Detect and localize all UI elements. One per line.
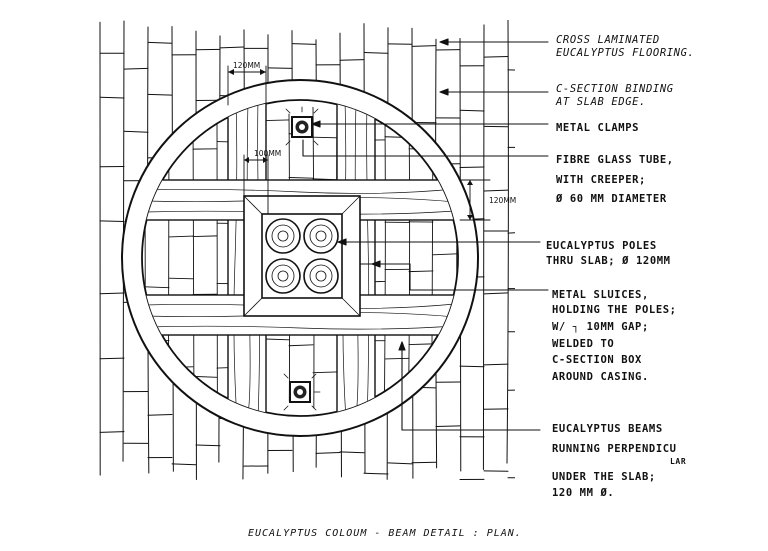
floor-plank-joint bbox=[168, 235, 194, 238]
svg-text:EUCALYPTUS POLES: EUCALYPTUS POLES bbox=[546, 240, 657, 252]
floor-plank-joint bbox=[483, 56, 509, 58]
pole bbox=[265, 218, 301, 254]
svg-text:120 MM Ø.: 120 MM Ø. bbox=[552, 487, 614, 499]
floor-plank-joint bbox=[408, 343, 434, 345]
eucalyptus-poles bbox=[265, 218, 339, 294]
floor-plank-joint bbox=[168, 277, 194, 280]
floor-plank-joint bbox=[459, 365, 485, 368]
svg-text:METAL SLUICES,: METAL SLUICES, bbox=[552, 289, 649, 301]
floor-plank-joint bbox=[219, 46, 245, 49]
svg-text:120MM: 120MM bbox=[489, 196, 516, 205]
floor-plank-line bbox=[482, 24, 485, 471]
svg-text:Ø 60 MM DIAMETER: Ø 60 MM DIAMETER bbox=[555, 193, 667, 205]
floor-plank-joint bbox=[144, 286, 170, 289]
pole bbox=[303, 218, 339, 254]
fibre-glass-tube-top bbox=[285, 106, 319, 146]
floor-plank-joint bbox=[291, 43, 317, 45]
svg-text:C-SECTION BOX: C-SECTION BOX bbox=[552, 354, 642, 366]
svg-text:METAL CLAMPS: METAL CLAMPS bbox=[556, 122, 639, 134]
floor-plank-joint bbox=[363, 472, 389, 475]
callout-flooring: CROSS LAMINATED EUCALYPTUS FLOORING. bbox=[556, 34, 694, 59]
floor-plank-joint bbox=[312, 371, 338, 374]
floor-plank-line bbox=[383, 117, 386, 404]
svg-text:AROUND CASING.: AROUND CASING. bbox=[552, 371, 649, 383]
floor-plank-joint bbox=[507, 232, 515, 234]
svg-text:CROSS LAMINATED: CROSS LAMINATED bbox=[556, 34, 660, 46]
floor-plank-joint bbox=[123, 67, 149, 70]
floor-plank-joint bbox=[147, 413, 173, 416]
c-section-box-casing bbox=[243, 195, 361, 317]
svg-text:WELDED TO: WELDED TO bbox=[552, 338, 614, 350]
floor-plank-joint bbox=[99, 96, 125, 99]
floor-plank-joint bbox=[315, 451, 341, 454]
floor-plank-joint bbox=[483, 363, 509, 366]
pole bbox=[303, 258, 339, 294]
floor-plank-joint bbox=[408, 270, 434, 273]
svg-text:LAR: LAR bbox=[670, 457, 686, 466]
pole bbox=[265, 258, 301, 294]
floor-plank-line bbox=[506, 20, 509, 464]
floor-plank-joint bbox=[144, 123, 170, 126]
floor-plank-joint bbox=[459, 109, 485, 112]
callout-clamps: METAL CLAMPS bbox=[556, 122, 639, 134]
callout-sluices: METAL SLUICES, HOLDING THE POLES; W/ ┐ 1… bbox=[552, 289, 677, 383]
floor-plank-joint bbox=[363, 52, 389, 54]
svg-text:120MM: 120MM bbox=[233, 61, 260, 70]
svg-text:C-SECTION BINDING: C-SECTION BINDING bbox=[556, 83, 674, 95]
floor-plank-joint bbox=[339, 59, 365, 61]
c-section-binding-ring bbox=[121, 79, 479, 437]
floor-plank-joint bbox=[507, 69, 515, 71]
svg-text:HOLDING THE POLES;: HOLDING THE POLES; bbox=[552, 304, 677, 316]
floor-plank-joint bbox=[387, 462, 413, 465]
floor-plank-joint bbox=[192, 235, 218, 237]
svg-text:100MM: 100MM bbox=[254, 149, 281, 158]
svg-text:EUCALYPTUS BEAMS: EUCALYPTUS BEAMS bbox=[552, 423, 663, 435]
dimension-top: 120MM bbox=[227, 61, 267, 106]
callout-tube: FIBRE GLASS TUBE, WITH CREEPER; Ø 60 MM … bbox=[555, 154, 674, 205]
drawing-title: EUCALYPTUS COLOUM - BEAM DETAIL : PLAN. bbox=[248, 528, 522, 539]
callout-poles: EUCALYPTUS POLES THRU SLAB; Ø 120MM bbox=[546, 240, 671, 267]
dimension-side: 120MM bbox=[459, 179, 516, 221]
svg-text:RUNNING PERPENDICU: RUNNING PERPENDICU bbox=[552, 443, 677, 455]
floor-plank-joint bbox=[147, 93, 173, 96]
floor-plank-joint bbox=[264, 119, 290, 121]
svg-text:FIBRE GLASS TUBE,: FIBRE GLASS TUBE, bbox=[556, 154, 674, 166]
floor-plank-joint bbox=[99, 431, 125, 433]
floor-plank-joint bbox=[288, 177, 314, 179]
svg-text:AT SLAB EDGE.: AT SLAB EDGE. bbox=[555, 96, 646, 108]
floor-plank-joint bbox=[312, 136, 338, 139]
fibre-glass-tube-bottom bbox=[283, 373, 321, 411]
floor-plank-joint bbox=[147, 41, 173, 44]
svg-text:WITH CREEPER;: WITH CREEPER; bbox=[556, 174, 646, 186]
floor-plank-joint bbox=[195, 444, 221, 447]
floor-plank-joint bbox=[171, 463, 197, 466]
floor-plank-joint bbox=[384, 357, 410, 360]
svg-text:THRU SLAB; Ø 120MM: THRU SLAB; Ø 120MM bbox=[546, 255, 671, 267]
floor-plank-joint bbox=[99, 220, 125, 222]
svg-text:W/ ┐ 10MM GAP;: W/ ┐ 10MM GAP; bbox=[552, 321, 649, 333]
floor-plank-joint bbox=[192, 375, 218, 378]
floor-plank-joint bbox=[411, 45, 437, 47]
floor-plank-joint bbox=[435, 425, 461, 428]
floor-plank-joint bbox=[264, 338, 290, 341]
leader-lines bbox=[302, 38, 549, 431]
floor-plank-joint bbox=[99, 357, 125, 360]
floor-plank-joint bbox=[99, 292, 125, 295]
floor-plank-joint bbox=[483, 292, 509, 295]
callout-beams: EUCALYPTUS BEAMS RUNNING PERPENDICU LAR … bbox=[552, 423, 686, 499]
floor-plank-joint bbox=[432, 253, 458, 256]
floor-plank-joint bbox=[288, 344, 314, 347]
svg-text:EUCALYPTUS FLOORING.: EUCALYPTUS FLOORING. bbox=[556, 47, 694, 59]
svg-text:UNDER THE SLAB;: UNDER THE SLAB; bbox=[552, 471, 656, 483]
floor-plank-joint bbox=[483, 189, 509, 192]
floor-plank-joint bbox=[123, 130, 149, 133]
callout-binding: C-SECTION BINDING AT SLAB EDGE. bbox=[555, 83, 674, 108]
floor-plank-joint bbox=[339, 451, 365, 454]
floor-plank-joint bbox=[459, 166, 485, 168]
dimension-inner: 100MM bbox=[243, 149, 281, 215]
